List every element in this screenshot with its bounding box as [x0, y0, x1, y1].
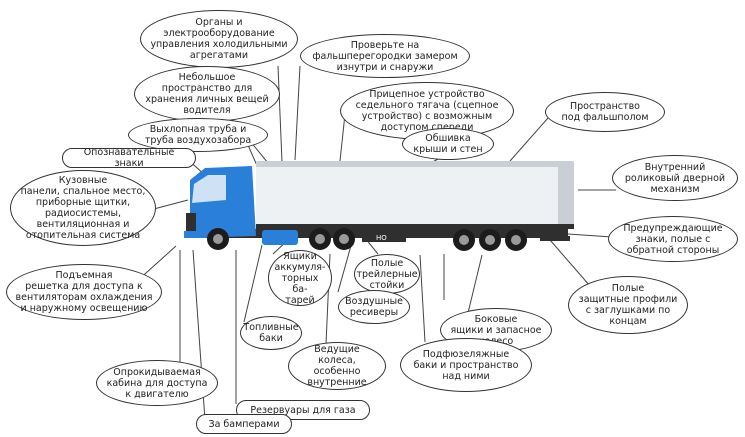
rear-bumper-shape [540, 236, 570, 241]
label-roof-wall-lining: Обшивка крыши и стен [402, 128, 494, 160]
cab [184, 166, 256, 238]
label-underbody-tanks: Подфюзеляжные баки и пространство над ни… [400, 338, 532, 392]
trailer [256, 161, 574, 229]
trailer-rear-doors [558, 163, 574, 225]
label-tilt-cab: Опрокидываемая кабина для доступа к двиг… [96, 360, 218, 406]
label-check-false-partitions: Проверьте на фальшперегородки замером из… [300, 34, 470, 78]
trailer-side [256, 167, 574, 225]
label-drive-wheels: Ведущие колеса, особенно внутренние [288, 342, 386, 390]
side-box-shape [362, 231, 406, 242]
label-battery-boxes: Ящики аккумуля- торных ба- тарей [268, 250, 332, 306]
wheels [207, 228, 527, 251]
plate-text: HO [376, 234, 387, 242]
fuel-tank-shape [262, 230, 298, 245]
label-id-marks: Опознавательные знаки [62, 147, 196, 169]
label-hollow-profiles: Полые защитные профили с заглушками по к… [568, 276, 688, 334]
cab-grille [186, 213, 196, 231]
label-air-receivers: Воздушные ресиверы [338, 290, 410, 324]
label-roller-door: Внутренний роликовый дверной механизм [612, 155, 738, 201]
label-fuel-tanks: Топливные баки [240, 316, 302, 350]
label-warning-signs: Предупреждающие знаки, полые с обратной … [608, 216, 738, 262]
trailer-bottom-rail [256, 224, 574, 229]
label-hollow-posts: Полые трейлерные стойки [354, 254, 420, 294]
label-personal-storage: Небольшое пространство для хранения личн… [134, 66, 280, 122]
chassis: HO [196, 229, 570, 245]
label-lift-grille: Подъемная решетка для доступа к вентилят… [6, 264, 162, 320]
front-bumper-shape [184, 231, 206, 238]
label-false-floor: Пространство под фальшполом [545, 92, 665, 132]
label-behind-bumpers: За бамперами [196, 414, 292, 434]
label-body-panels: Кузовные панели, спальное место, приборн… [10, 170, 156, 246]
cab-windshield [192, 175, 226, 203]
label-refrigeration-controls: Органы и электрооборудование управления … [140, 10, 298, 68]
